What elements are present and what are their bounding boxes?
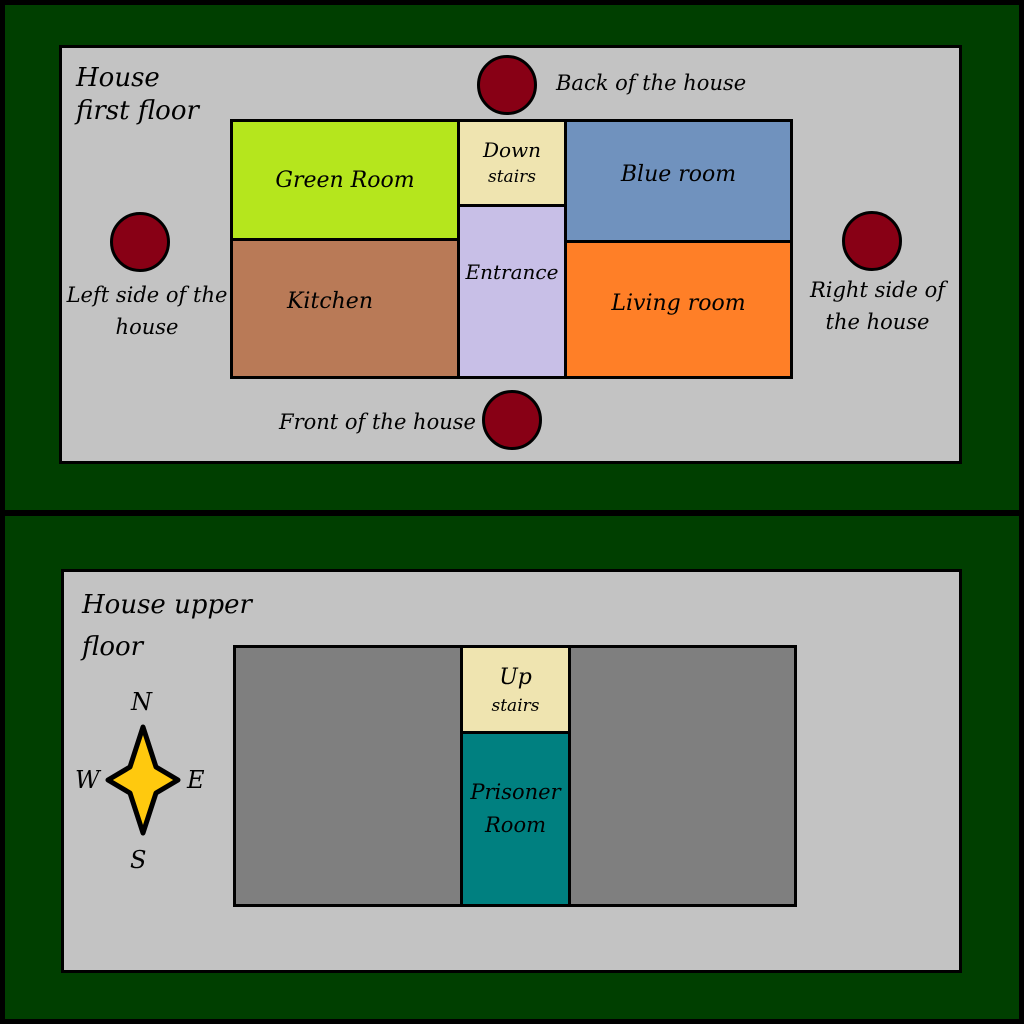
label-right-line2: the house xyxy=(825,310,930,334)
upper-floor-title-line1: House upper xyxy=(82,590,252,620)
label-back-of-house: Back of the house xyxy=(556,71,747,95)
room-green-room-label: Green Room xyxy=(275,167,415,193)
upper-floor-title-line2: floor xyxy=(82,631,144,662)
room-down-stairs-line1: Down xyxy=(482,138,542,163)
compass-west-label: W xyxy=(75,766,100,794)
label-left-line2: house xyxy=(115,315,179,339)
room-upper-right-block[interactable] xyxy=(566,645,797,907)
compass-east-label: E xyxy=(187,766,205,794)
room-blue-room-label: Blue room xyxy=(620,162,737,187)
room-upper-left-block[interactable] xyxy=(233,645,465,907)
room-prisoner-room-line2: Room xyxy=(484,812,546,837)
marker-right-side-of-house[interactable] xyxy=(842,211,902,271)
label-left-side-of-house: Left side of the house xyxy=(62,279,232,343)
label-left-line1: Left side of the xyxy=(66,283,228,307)
marker-left-side-of-house[interactable] xyxy=(110,212,170,272)
room-kitchen[interactable]: Kitchen xyxy=(230,238,460,379)
compass: N S W E xyxy=(70,685,220,875)
room-kitchen-label: Kitchen xyxy=(287,289,373,314)
room-up-stairs-line1: Up xyxy=(499,664,532,690)
compass-south-label: S xyxy=(130,846,147,874)
room-up-stairs[interactable]: Up stairs xyxy=(460,645,571,735)
room-green-room[interactable]: Green Room xyxy=(230,119,460,241)
upper-floor-title: House upper floor xyxy=(82,585,252,668)
room-entrance[interactable]: Entrance xyxy=(457,204,567,379)
marker-front-of-house[interactable] xyxy=(482,390,542,450)
first-floor-title-line1: House xyxy=(76,63,160,93)
first-floor-title-line2: first floor xyxy=(76,95,199,126)
room-down-stairs-line2: stairs xyxy=(488,167,536,188)
marker-back-of-house[interactable] xyxy=(477,55,537,115)
room-up-stairs-line2: stairs xyxy=(491,695,540,716)
room-prisoner-room[interactable]: Prisoner Room xyxy=(460,731,571,907)
room-prisoner-room-line1: Prisoner xyxy=(470,780,561,804)
room-down-stairs[interactable]: Down stairs xyxy=(457,119,567,207)
room-living-room[interactable]: Living room xyxy=(564,240,793,379)
label-right-side-of-house: Right side of the house xyxy=(800,274,955,338)
label-right-line1: Right side of xyxy=(809,278,946,302)
compass-star-icon xyxy=(105,724,181,836)
label-front-of-house: Front of the house xyxy=(279,410,476,434)
first-floor-title: House first floor xyxy=(76,62,199,127)
room-entrance-label: Entrance xyxy=(465,260,559,284)
room-blue-room[interactable]: Blue room xyxy=(564,119,793,243)
room-living-room-label: Living room xyxy=(611,291,746,316)
compass-north-label: N xyxy=(131,688,152,716)
